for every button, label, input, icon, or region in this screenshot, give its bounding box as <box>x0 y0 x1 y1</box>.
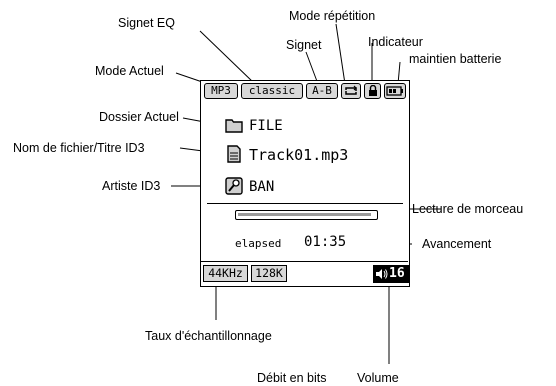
volume-value: 16 <box>389 266 405 281</box>
label-artiste: Artiste ID3 <box>102 179 161 193</box>
folder-name: FILE <box>249 118 283 134</box>
folder-icon <box>225 119 243 133</box>
elapsed-time: 01:35 <box>304 234 347 250</box>
bookmark-badge: A-B <box>306 83 338 99</box>
lock-icon <box>368 84 377 96</box>
eq-badge: classic <box>241 83 303 99</box>
lock-status <box>364 83 381 99</box>
label-volume: Volume <box>357 371 399 385</box>
microphone-icon <box>225 177 243 195</box>
label-maintien-batterie: maintien batterie <box>409 52 502 66</box>
label-signet: Signet <box>286 38 322 52</box>
label-nom-fichier: Nom de fichier/Titre ID3 <box>13 141 145 155</box>
artist-name: BAN <box>249 179 275 195</box>
elapsed-label: elapsed <box>235 237 282 250</box>
speaker-icon <box>376 269 388 279</box>
label-lecture-morceau: Lecture de morceau <box>412 202 524 216</box>
volume-badge: 16 <box>373 265 409 283</box>
label-taux: Taux d'échantillonnage <box>145 329 272 343</box>
progress-fill <box>238 213 371 216</box>
battery-status <box>384 83 406 99</box>
line-mode-repetition <box>335 23 346 85</box>
line-signet <box>305 51 319 85</box>
progress-bar <box>235 210 378 220</box>
label-mode-actuel: Mode Actuel <box>95 64 164 78</box>
bottom-separator <box>201 261 408 262</box>
mode-badge: MP3 <box>204 83 238 99</box>
label-debit: Débit en bits <box>257 371 327 385</box>
separator <box>207 203 403 204</box>
battery-icon <box>386 86 403 96</box>
label-mode-repetition: Mode répétition <box>289 9 376 23</box>
player-screen: MP3 classic A-B FILE Track01.mp3 <box>200 80 410 287</box>
file-icon <box>227 145 241 163</box>
label-signet-eq: Signet EQ <box>118 16 175 30</box>
bitrate-badge: 128K <box>251 265 287 282</box>
label-indicateur: Indicateur <box>368 35 423 49</box>
line-signet-eq <box>199 30 256 85</box>
sample-rate-badge: 44KHz <box>203 265 248 282</box>
repeat-icon <box>345 85 357 95</box>
track-name: Track01.mp3 <box>249 146 349 164</box>
label-dossier-actuel: Dossier Actuel <box>99 110 179 124</box>
repeat-status <box>341 83 361 99</box>
label-avancement: Avancement <box>422 237 492 251</box>
